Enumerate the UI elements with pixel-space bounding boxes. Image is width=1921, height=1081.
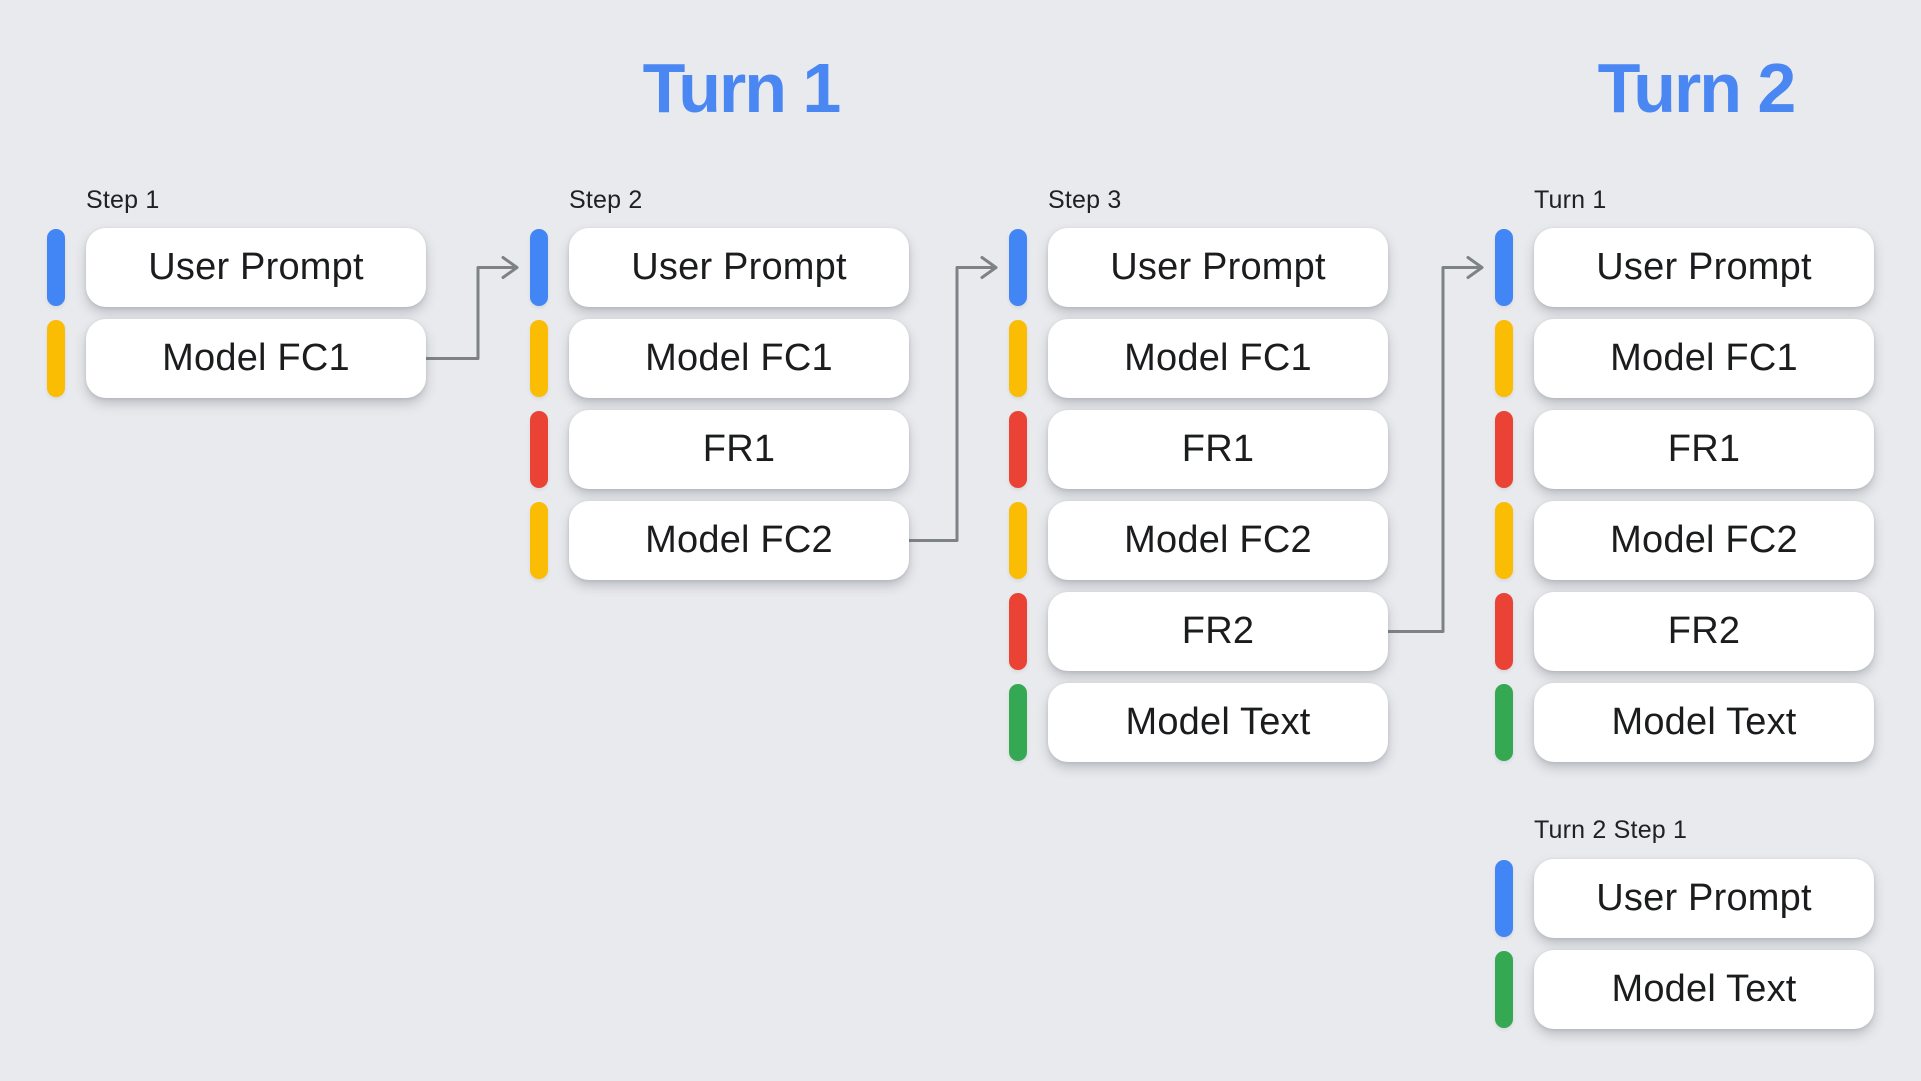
row-fr2: FR2 xyxy=(1495,592,1874,671)
model-text-bar xyxy=(1009,684,1027,761)
row-model-text: Model Text xyxy=(1495,683,1874,762)
model-text-bar xyxy=(1495,684,1513,761)
row-user-prompt: User Prompt xyxy=(47,228,426,307)
card-user-prompt: User Prompt xyxy=(1534,859,1874,938)
fr1-bar xyxy=(1009,411,1027,488)
row-model-fc2: Model FC2 xyxy=(1495,501,1874,580)
card-model-fc1: Model FC1 xyxy=(569,319,909,398)
card-label: Model FC1 xyxy=(162,337,350,379)
card-label: FR2 xyxy=(1667,610,1741,652)
row-model-fc1: Model FC1 xyxy=(530,319,909,398)
card-label: User Prompt xyxy=(1596,246,1812,288)
card-label: Model FC2 xyxy=(1124,519,1312,561)
card-label: User Prompt xyxy=(631,246,847,288)
card-label: Model Text xyxy=(1125,701,1311,743)
card-label: FR1 xyxy=(702,428,776,470)
card-user-prompt: User Prompt xyxy=(1048,228,1388,307)
group-label-step-2: Step 2 xyxy=(569,186,643,214)
card-model-fc2: Model FC2 xyxy=(1534,501,1874,580)
card-label: FR1 xyxy=(1181,428,1255,470)
card-fr2: FR2 xyxy=(1048,592,1388,671)
model-fc2-bar xyxy=(530,502,548,579)
model-fc1-bar xyxy=(1495,320,1513,397)
card-user-prompt: User Prompt xyxy=(569,228,909,307)
card-model-fc1: Model FC1 xyxy=(1048,319,1388,398)
card-model-fc2: Model FC2 xyxy=(1048,501,1388,580)
card-model-fc1: Model FC1 xyxy=(1534,319,1874,398)
row-fr1: FR1 xyxy=(1009,410,1388,489)
model-fc2-bar xyxy=(1009,502,1027,579)
model-fc1-bar xyxy=(530,320,548,397)
group-label-step-1: Step 1 xyxy=(86,186,160,214)
row-model-fc1: Model FC1 xyxy=(1495,319,1874,398)
card-model-text: Model Text xyxy=(1534,950,1874,1029)
fr1-bar xyxy=(530,411,548,488)
card-fr1: FR1 xyxy=(569,410,909,489)
row-model-text: Model Text xyxy=(1009,683,1388,762)
group-label-step-3: Step 3 xyxy=(1048,186,1122,214)
group-label-turn-1: Turn 1 xyxy=(1534,186,1607,214)
user-prompt-bar xyxy=(1009,229,1027,306)
card-label: Model FC1 xyxy=(1610,337,1798,379)
card-label: Model Text xyxy=(1611,968,1797,1010)
card-fr1: FR1 xyxy=(1048,410,1388,489)
card-label: Model Text xyxy=(1611,701,1797,743)
arrow-step-1-to-step-2 xyxy=(424,256,519,360)
card-model-fc1: Model FC1 xyxy=(86,319,426,398)
model-fc1-bar xyxy=(47,320,65,397)
arrow-step-2-to-step-3 xyxy=(907,256,998,542)
row-fr2: FR2 xyxy=(1009,592,1388,671)
card-model-fc2: Model FC2 xyxy=(569,501,909,580)
card-label: User Prompt xyxy=(1110,246,1326,288)
user-prompt-bar xyxy=(530,229,548,306)
arrow-step-3-to-turn-1 xyxy=(1386,256,1484,633)
row-model-fc2: Model FC2 xyxy=(1009,501,1388,580)
row-fr1: FR1 xyxy=(530,410,909,489)
row-user-prompt: User Prompt xyxy=(1495,228,1874,307)
card-fr1: FR1 xyxy=(1534,410,1874,489)
card-model-text: Model Text xyxy=(1048,683,1388,762)
card-fr2: FR2 xyxy=(1534,592,1874,671)
card-label: FR2 xyxy=(1181,610,1255,652)
row-user-prompt: User Prompt xyxy=(1009,228,1388,307)
row-user-prompt: User Prompt xyxy=(1495,859,1874,938)
row-fr1: FR1 xyxy=(1495,410,1874,489)
card-label: Model FC2 xyxy=(645,519,833,561)
user-prompt-bar xyxy=(1495,229,1513,306)
card-label: FR1 xyxy=(1667,428,1741,470)
fr2-bar xyxy=(1009,593,1027,670)
turn-2-title: Turn 2 xyxy=(1597,49,1797,127)
model-text-bar xyxy=(1495,951,1513,1028)
row-model-text: Model Text xyxy=(1495,950,1874,1029)
card-label: User Prompt xyxy=(148,246,364,288)
user-prompt-bar xyxy=(47,229,65,306)
model-fc1-bar xyxy=(1009,320,1027,397)
card-label: Model FC1 xyxy=(645,337,833,379)
fr1-bar xyxy=(1495,411,1513,488)
row-model-fc2: Model FC2 xyxy=(530,501,909,580)
card-user-prompt: User Prompt xyxy=(86,228,426,307)
card-model-text: Model Text xyxy=(1534,683,1874,762)
model-fc2-bar xyxy=(1495,502,1513,579)
card-label: Model FC2 xyxy=(1610,519,1798,561)
row-model-fc1: Model FC1 xyxy=(47,319,426,398)
fr2-bar xyxy=(1495,593,1513,670)
card-label: User Prompt xyxy=(1596,877,1812,919)
group-label-turn-2-step-1: Turn 2 Step 1 xyxy=(1534,816,1688,844)
user-prompt-bar xyxy=(1495,860,1513,937)
turn-1-title: Turn 1 xyxy=(642,49,842,127)
row-user-prompt: User Prompt xyxy=(530,228,909,307)
row-model-fc1: Model FC1 xyxy=(1009,319,1388,398)
card-label: Model FC1 xyxy=(1124,337,1312,379)
card-user-prompt: User Prompt xyxy=(1534,228,1874,307)
